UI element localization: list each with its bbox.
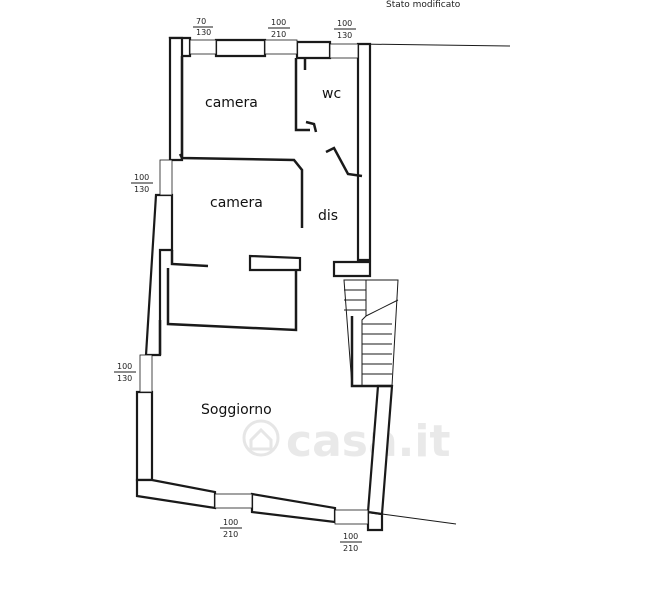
- svg-text:210: 210: [271, 30, 286, 39]
- wall-left-1: [168, 36, 184, 162]
- door-bottom-1: [214, 493, 253, 509]
- svg-text:100: 100: [117, 362, 132, 371]
- svg-text:100: 100: [343, 532, 358, 541]
- svg-text:130: 130: [196, 28, 211, 37]
- wall-camera-partition: [180, 56, 304, 228]
- svg-text:100: 100: [223, 518, 238, 527]
- dimension-label: 100 130: [131, 173, 153, 194]
- stair-landing: [361, 280, 399, 386]
- window-left-1: [159, 159, 173, 196]
- wall-junction: [178, 153, 184, 159]
- wall-bottom-left: [135, 478, 217, 510]
- outer-walls: [135, 36, 511, 532]
- wall-dis-bottom: [332, 260, 372, 278]
- window-left-2: [139, 354, 153, 393]
- wall-camera2-bottom: [248, 254, 302, 272]
- svg-text:130: 130: [134, 185, 149, 194]
- watermark: casa.it: [242, 416, 450, 467]
- openings: [139, 39, 369, 525]
- wall-bottom-mid: [250, 492, 337, 524]
- svg-text:70: 70: [196, 17, 206, 26]
- dimension-label: 100 130: [114, 362, 136, 383]
- boundary-line-bottom: [381, 513, 457, 525]
- svg-text:210: 210: [343, 544, 358, 553]
- dimension-label: 100 130: [334, 19, 356, 40]
- room-label-camera-1: camera: [205, 95, 258, 111]
- door-bottom-2: [334, 509, 369, 525]
- wall-wc-left: [294, 58, 310, 132]
- door-top-2: [264, 39, 298, 55]
- dimension-label: 100 210: [340, 532, 362, 553]
- wall-wc-diagonal: [325, 146, 363, 178]
- window-top-1: [189, 39, 217, 55]
- svg-text:130: 130: [337, 31, 352, 40]
- wall-top-mid: [214, 38, 267, 58]
- svg-text:100: 100: [271, 18, 286, 27]
- stair-steps-upper: [344, 289, 366, 311]
- window-top-3: [329, 43, 359, 59]
- svg-text:100: 100: [134, 173, 149, 182]
- room-label-camera-2: camera: [210, 195, 263, 211]
- room-label-dis: dis: [318, 208, 338, 224]
- stair-wall: [350, 316, 392, 388]
- svg-text:210: 210: [223, 530, 238, 539]
- svg-text:100: 100: [337, 19, 352, 28]
- wall-wc-door: [305, 120, 318, 133]
- plan-title: Stato modificato: [386, 0, 461, 10]
- wall-top-right: [295, 40, 332, 60]
- room-label-soggiorno: Soggiorno: [201, 402, 272, 418]
- wall-closet: [166, 268, 298, 332]
- house-icon: [242, 419, 280, 457]
- svg-text:130: 130: [117, 374, 132, 383]
- watermark-text: casa.it: [286, 416, 450, 467]
- interior-walls: [158, 56, 372, 355]
- boundary-line-top: [357, 43, 511, 47]
- room-label-wc: wc: [322, 86, 341, 102]
- wall-right-upper: [356, 42, 372, 262]
- stair-steps-lower: [362, 323, 392, 375]
- dimension-label: 70 130: [193, 17, 213, 37]
- wall-camera2-left: [170, 250, 209, 268]
- staircase: [343, 279, 399, 388]
- wall-left-3: [135, 390, 154, 482]
- dimension-label: 100 210: [220, 518, 242, 539]
- dimension-label: 100 210: [268, 18, 290, 39]
